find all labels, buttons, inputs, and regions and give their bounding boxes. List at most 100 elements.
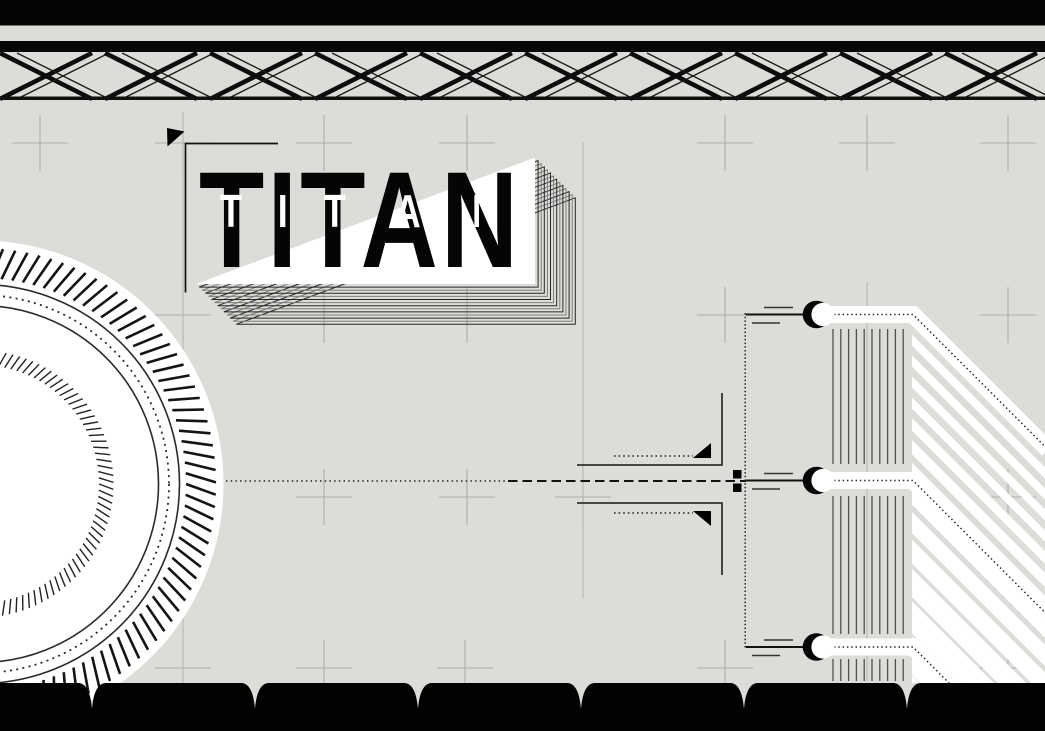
marker-square [733, 483, 742, 492]
dial-tick [72, 277, 98, 302]
dial-tick [162, 576, 187, 602]
dial-tick [185, 493, 216, 509]
dial-tick [157, 586, 180, 612]
dial-tick [81, 662, 90, 694]
truss-brace [628, 50, 724, 102]
truss-brace [313, 50, 409, 102]
dial-tick [42, 262, 65, 289]
dial-tick [33, 367, 46, 379]
bottom-tab-bar [0, 683, 1045, 731]
dial-tick [139, 342, 171, 356]
truss-web-bracing [0, 50, 1045, 102]
dial-tick [85, 537, 97, 550]
dial-tick [58, 572, 66, 587]
dial-tick [158, 374, 190, 383]
logo-backdrop-wedge [196, 157, 535, 284]
dial-tick [82, 421, 99, 426]
truss-brace-thin [751, 52, 845, 100]
dial-tick [98, 470, 114, 477]
dial-tick [90, 526, 104, 538]
truss-brace-thin [121, 52, 215, 100]
dial-tick [180, 525, 210, 545]
dial-tick [163, 385, 196, 392]
dial-tick [63, 392, 79, 401]
dial-tick [97, 502, 112, 511]
dial-tick [175, 546, 202, 569]
dial-tick [88, 531, 101, 544]
truss-brace-thin [331, 52, 425, 100]
truss-brace-thin [646, 52, 740, 100]
dial-tick [184, 461, 216, 472]
dial-tick [44, 374, 58, 385]
stripe [912, 401, 1045, 683]
dial-tick [0, 352, 7, 366]
dial-tick [131, 621, 150, 651]
dial-tick [151, 595, 173, 623]
dial-tick [33, 589, 37, 606]
dial-tick [181, 439, 214, 447]
dial-tick [97, 464, 113, 470]
node-2[interactable] [746, 466, 835, 495]
stripe [912, 525, 1045, 683]
truss-brace-thin [16, 52, 110, 100]
dial-tick [108, 306, 138, 326]
dial-ring-dotted [0, 295, 170, 673]
dial-tick [75, 553, 86, 568]
dial-face [0, 241, 224, 727]
stripe [912, 589, 1045, 683]
dial-tick [1, 600, 6, 616]
dial-tick [10, 356, 21, 370]
truss-brace [0, 50, 94, 102]
dial-tick [116, 636, 131, 667]
stripe [912, 317, 1045, 683]
dial-tick [94, 452, 111, 456]
dial-tick [98, 483, 114, 491]
dial-tick [79, 548, 90, 562]
arrowhead-icon [693, 443, 711, 458]
dial-tick [184, 504, 214, 521]
stripe [912, 359, 1045, 683]
dial-tick [82, 284, 108, 307]
dial-tick [8, 598, 12, 615]
node-band-1 [826, 306, 1045, 456]
stripe [912, 497, 1045, 683]
hatch-lines [832, 329, 904, 681]
dial-tick [11, 252, 29, 282]
dial-tick [167, 566, 192, 591]
node-3[interactable] [746, 633, 835, 661]
dial-tick [93, 446, 109, 449]
flag-pennant-icon [167, 128, 185, 147]
truss-girder [0, 41, 1045, 102]
dial-tick [124, 629, 141, 659]
dial-tick [90, 656, 101, 688]
truss-brace [733, 50, 829, 102]
logo-inset-letter: I [278, 186, 288, 237]
logo-inset-letter: T [220, 186, 242, 237]
bracket-top [577, 393, 723, 466]
dial-tick [88, 433, 105, 437]
dial-tick [76, 409, 92, 415]
dial-tick [82, 543, 94, 556]
truss-brace [838, 50, 934, 102]
top-bar [0, 0, 1045, 26]
truss-brace [943, 50, 1039, 102]
dial-tick [185, 482, 217, 496]
dial-tick [44, 583, 49, 599]
logo-inset-letter: N [472, 186, 498, 237]
dial-tick [71, 558, 81, 573]
dial-tick [132, 333, 163, 348]
logo-title-text: TITAN [199, 144, 521, 297]
node-1[interactable] [746, 300, 835, 329]
dial-tick [92, 520, 106, 531]
dial-tick [4, 354, 14, 368]
dial-tick [22, 360, 34, 374]
dial-tick [182, 515, 212, 533]
dial-tick [99, 650, 112, 682]
dial-tick [185, 471, 217, 484]
dial-tick [59, 387, 74, 397]
stripe [912, 380, 1045, 683]
arrowhead-icon [693, 511, 711, 526]
dial-tick [0, 248, 5, 260]
dial-ring-outer [0, 284, 181, 684]
